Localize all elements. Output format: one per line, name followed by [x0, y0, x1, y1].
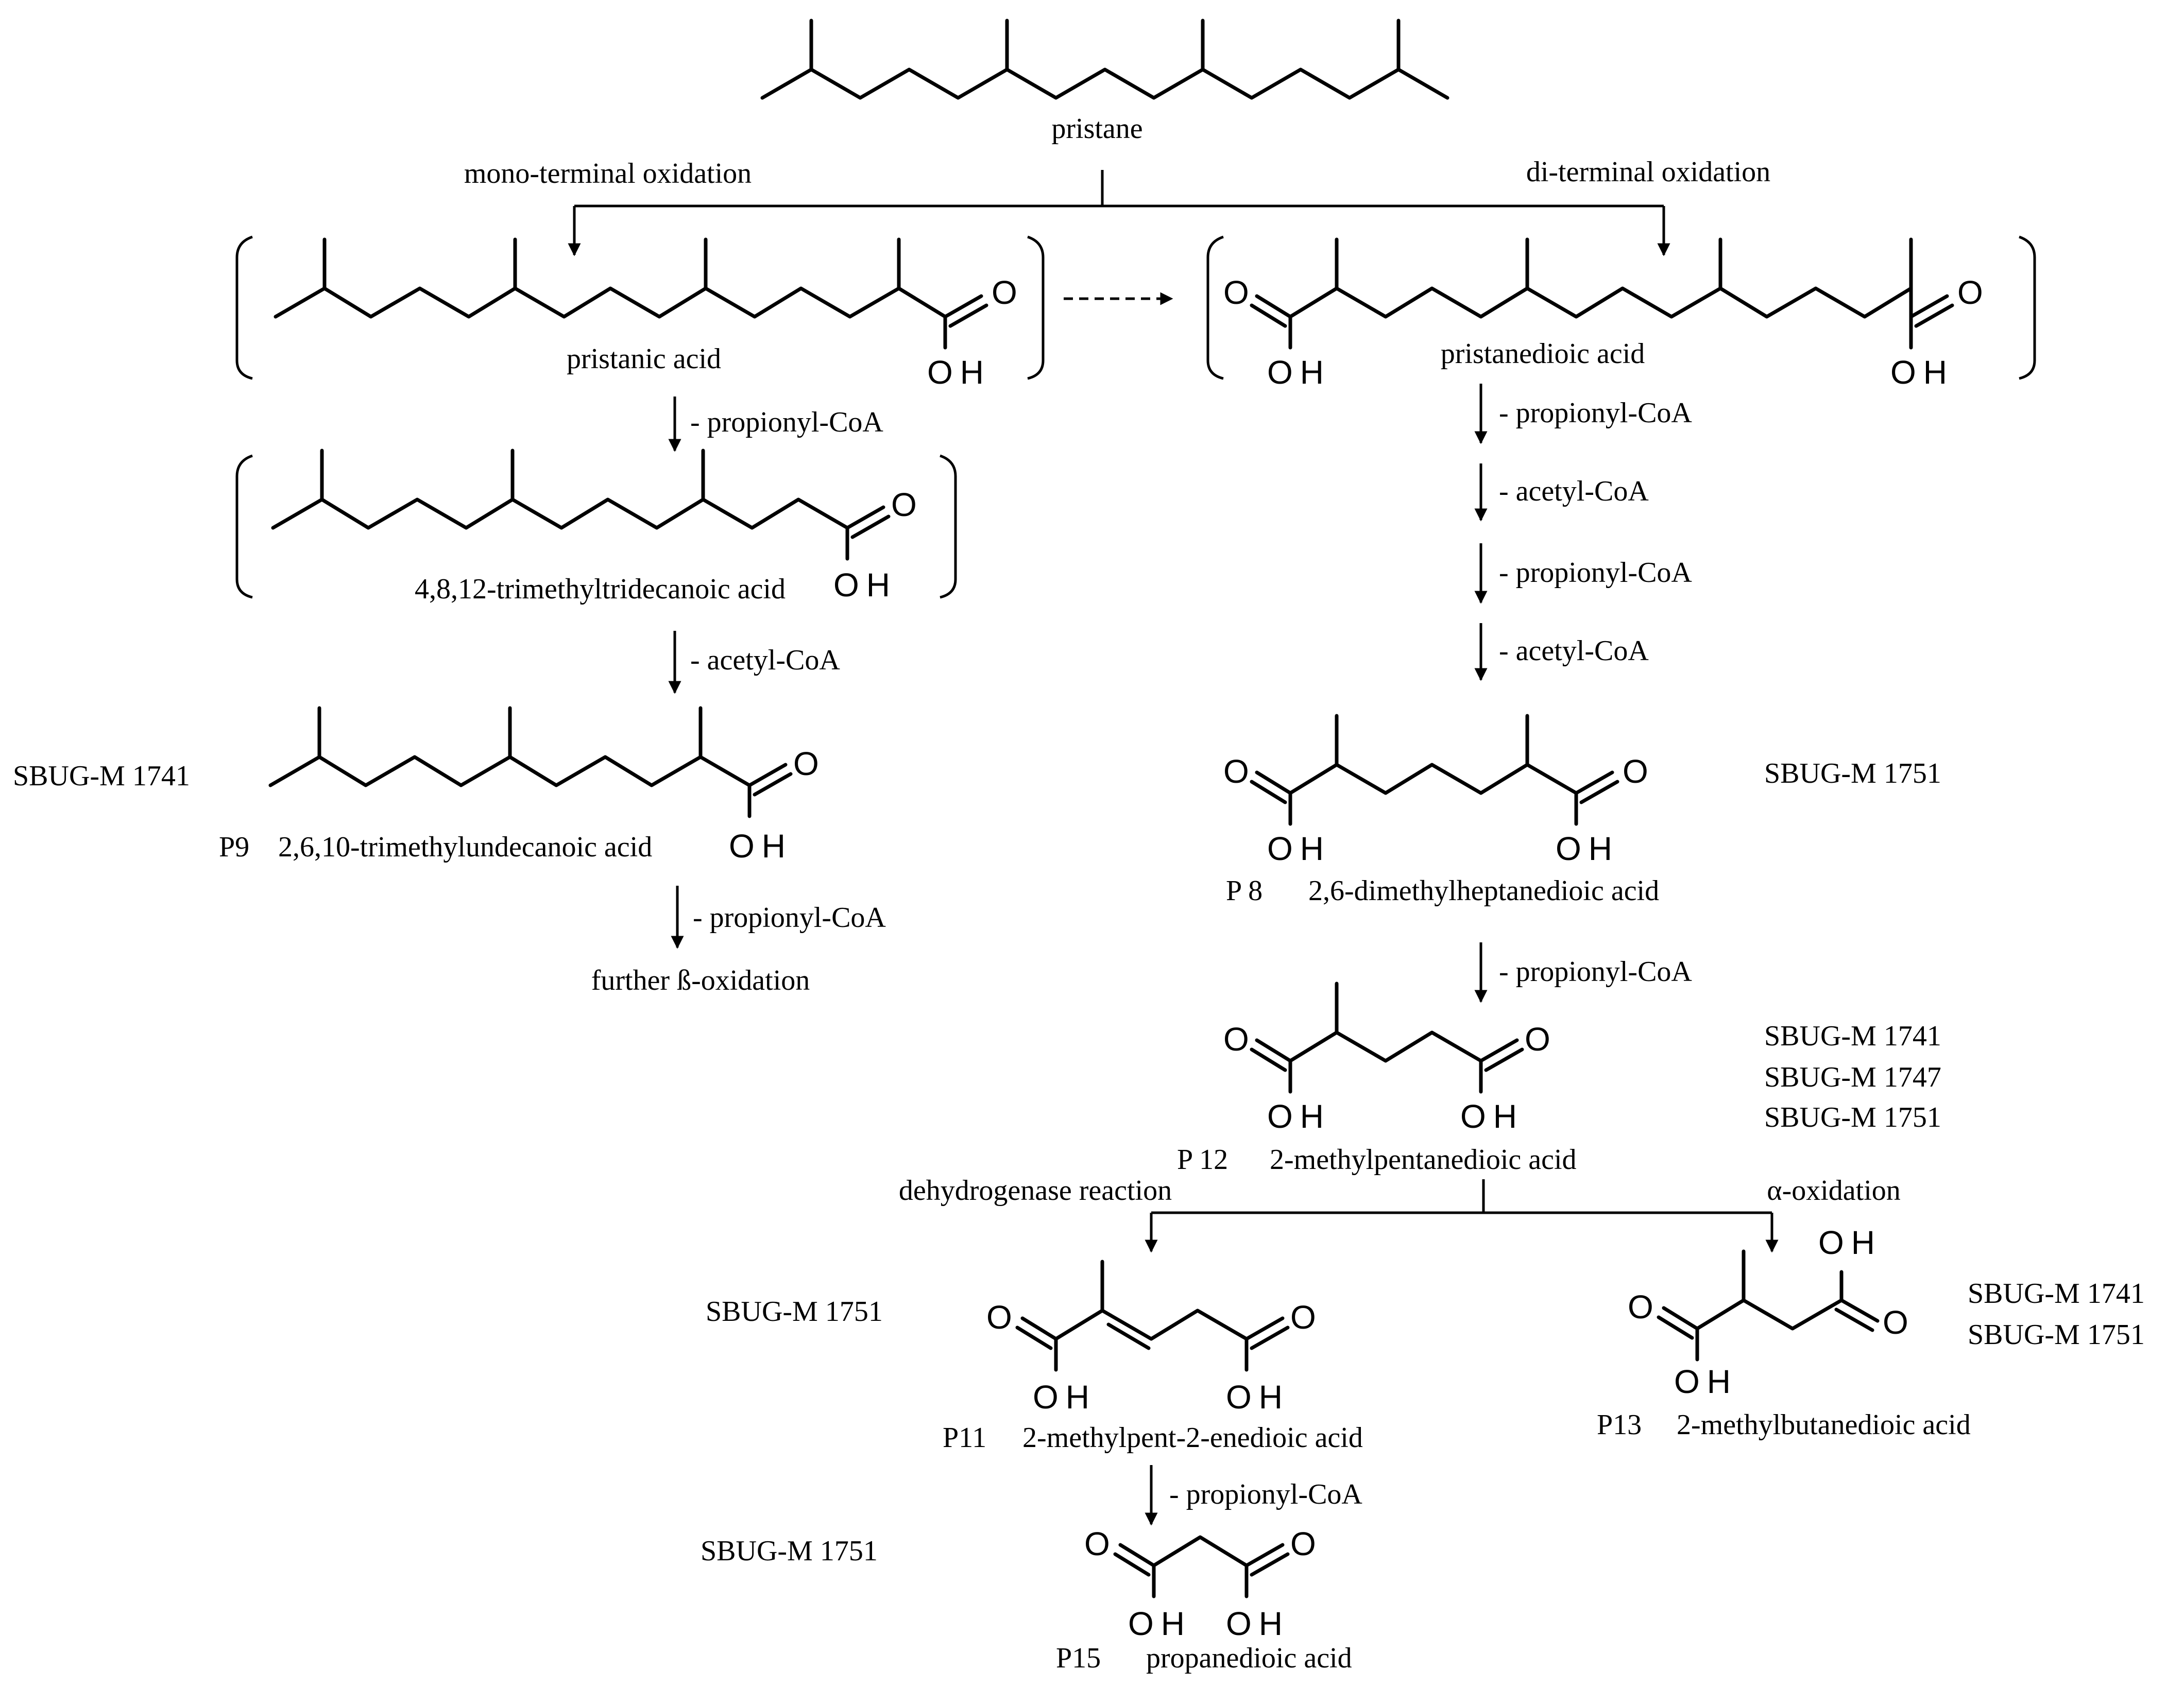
strain-label: SBUG-M 1751: [1764, 758, 1941, 789]
p12-name: 2-methylpentanedioic acid: [1270, 1144, 1577, 1176]
strain-label: SBUG-M 1751: [1764, 1101, 1941, 1133]
atom-OH: OH: [1226, 1605, 1290, 1642]
atom-OH: OH: [1890, 354, 1954, 391]
atom-OH: OH: [1674, 1363, 1738, 1400]
atom-O: O: [1525, 1021, 1550, 1058]
p11-name: 2-methylpent-2-enedioic acid: [1022, 1422, 1363, 1454]
atom-O: O: [793, 745, 819, 782]
dehydrogenase-label: dehydrogenase reaction: [899, 1175, 1172, 1207]
atom-OH: OH: [1267, 830, 1331, 867]
step-label: - propionyl-CoA: [1169, 1478, 1362, 1510]
atom-OH: OH: [1033, 1379, 1097, 1416]
pristanedioic-acid-label: pristanedioic acid: [1441, 338, 1645, 370]
trimethyltridecanoic-acid-label: 4,8,12-trimethyltridecanoic acid: [415, 573, 786, 605]
p11-structure: [1015, 1260, 1290, 1372]
atom-O: O: [1957, 274, 1983, 311]
strain-label: SBUG-M 1741: [1764, 1020, 1941, 1052]
p9-name: 2,6,10-trimethylundecanoic acid: [278, 831, 652, 863]
p15-id: P15: [1056, 1642, 1101, 1674]
atom-O: O: [1623, 753, 1648, 790]
atom-O: O: [1290, 1525, 1316, 1562]
atom-OH: OH: [1818, 1224, 1882, 1261]
strain-label: SBUG-M 1751: [706, 1296, 883, 1328]
p8-name: 2,6-dimethylheptanedioic acid: [1308, 875, 1659, 907]
step-label: - propionyl-CoA: [1499, 557, 1692, 589]
step-label: - propionyl-CoA: [1499, 956, 1692, 988]
p12-structure: [1250, 982, 1524, 1094]
strain-label: SBUG-M 1741: [13, 760, 190, 792]
strain-label: SBUG-M 1751: [701, 1535, 878, 1567]
pristanic-acid-label: pristanic acid: [567, 343, 721, 375]
pristanedioic-acid-structure: [1206, 235, 2036, 380]
atom-O: O: [1883, 1304, 1908, 1341]
step-label: - acetyl-CoA: [1499, 475, 1649, 507]
atom-OH: OH: [1267, 354, 1331, 391]
strain-label: SBUG-M 1751: [1968, 1319, 2145, 1351]
alpha-oxidation-label: α-oxidation: [1767, 1175, 1901, 1207]
p15-name: propanedioic acid: [1146, 1642, 1352, 1674]
atom-O: O: [1223, 1021, 1249, 1058]
strain-label: SBUG-M 1741: [1968, 1278, 2145, 1310]
atom-O: O: [891, 486, 917, 523]
p12-split-arrows: [1145, 1179, 1779, 1253]
atom-O: O: [1223, 274, 1249, 311]
further-beta-oxidation-label: further ß-oxidation: [591, 965, 810, 996]
atom-O: O: [1290, 1299, 1316, 1336]
p13-name: 2-methylbutanedioic acid: [1677, 1409, 1971, 1441]
atom-OH: OH: [1556, 830, 1619, 867]
pristane-structure: [760, 19, 1449, 100]
p9-id: P9: [219, 831, 249, 863]
step-label: - propionyl-CoA: [690, 406, 883, 438]
pristane-label: pristane: [1051, 113, 1142, 145]
atom-OH: OH: [1267, 1098, 1331, 1135]
pristanic-acid-structure: [235, 235, 1045, 380]
atom-O: O: [1628, 1288, 1653, 1325]
p8-id: P 8: [1226, 875, 1262, 907]
step-label: - propionyl-CoA: [693, 902, 886, 934]
atom-OH: OH: [927, 354, 991, 391]
p12-id: P 12: [1177, 1144, 1228, 1176]
p13-structure: [1657, 1249, 1880, 1362]
atom-OH: OH: [1226, 1379, 1290, 1416]
step-label: - acetyl-CoA: [1499, 635, 1649, 667]
atom-OH: OH: [1128, 1605, 1192, 1642]
atom-O: O: [1223, 753, 1249, 790]
p15-structure: [1113, 1535, 1290, 1598]
p9-structure: [268, 706, 793, 818]
mono-terminal-label: mono-terminal oxidation: [464, 158, 752, 190]
atom-O: O: [992, 274, 1017, 311]
strain-label: SBUG-M 1747: [1764, 1061, 1941, 1093]
step-label: - acetyl-CoA: [690, 644, 840, 676]
atom-O: O: [1084, 1525, 1110, 1562]
atom-O: O: [986, 1299, 1012, 1336]
step-label: - propionyl-CoA: [1499, 397, 1692, 429]
atom-OH: OH: [1460, 1098, 1524, 1135]
oxidation-split-arrows: [568, 170, 1670, 256]
di-terminal-label: di-terminal oxidation: [1526, 156, 1770, 188]
p11-id: P11: [943, 1422, 986, 1454]
trimethyltridecanoic-acid-structure: [235, 449, 957, 599]
p8-structure: [1250, 714, 1619, 826]
atom-OH: OH: [833, 566, 897, 604]
p13-id: P13: [1597, 1409, 1642, 1441]
atom-OH: OH: [729, 828, 793, 865]
